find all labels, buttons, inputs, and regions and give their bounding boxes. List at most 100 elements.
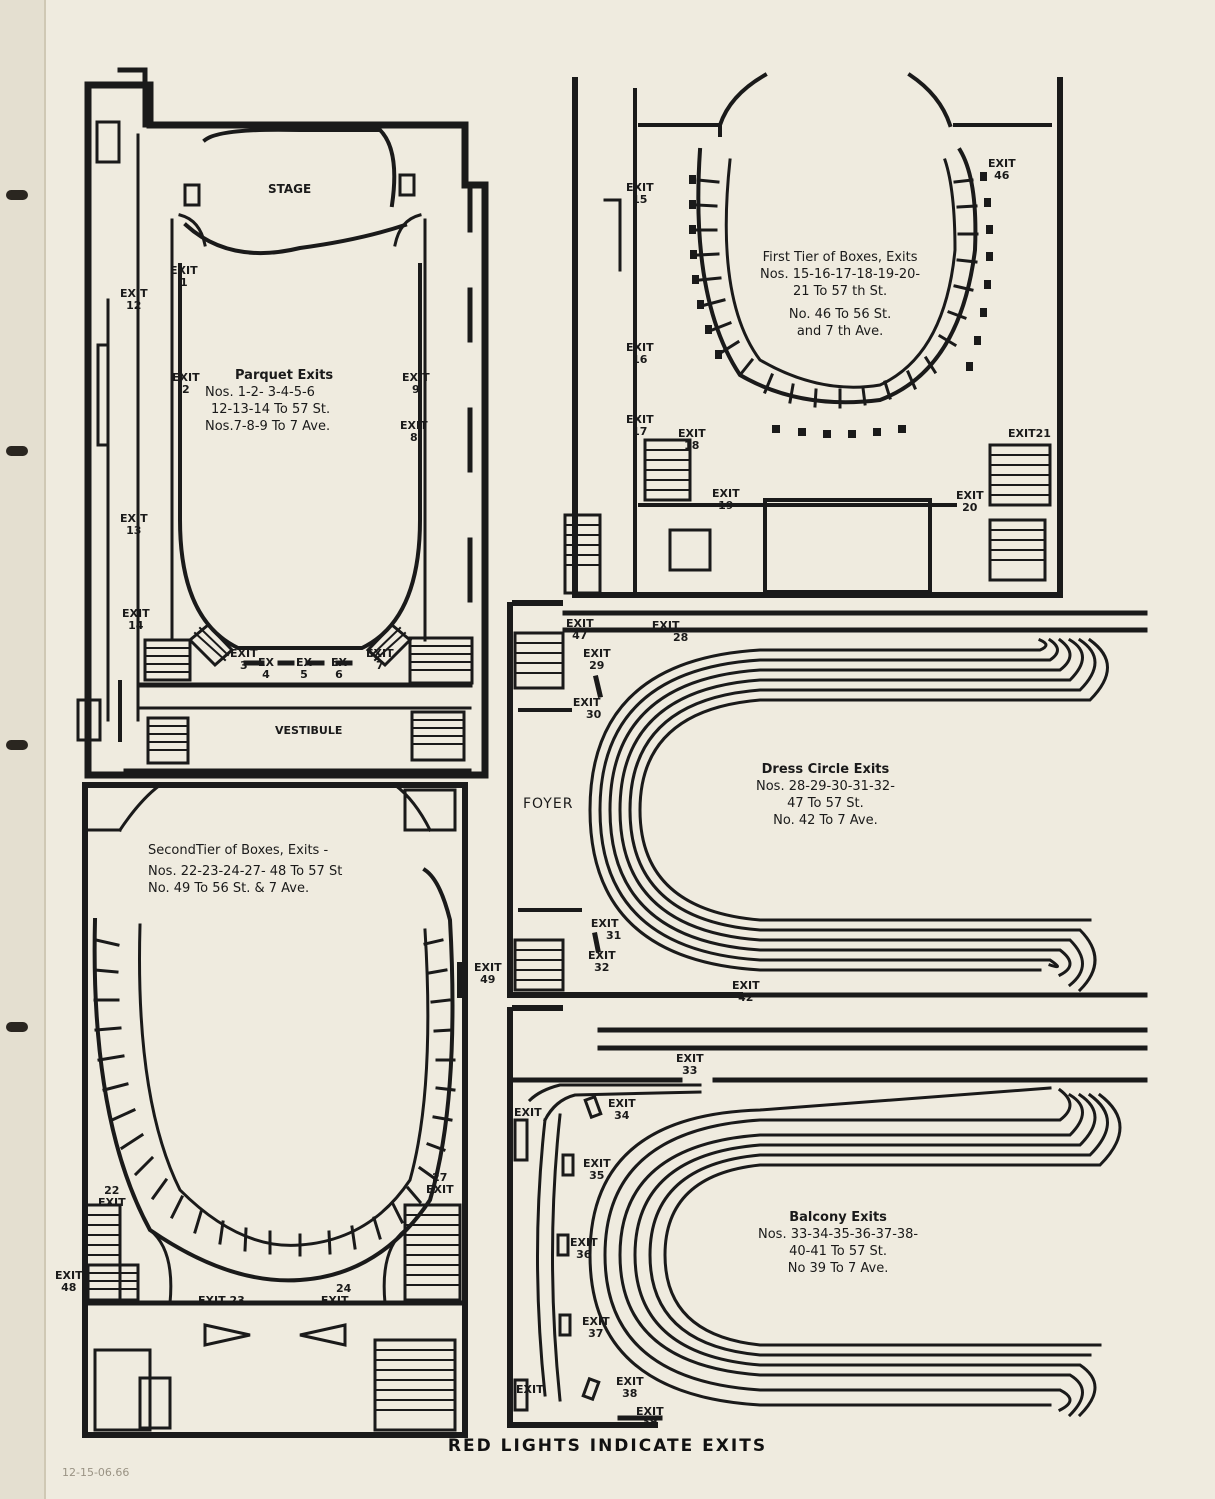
exit-number: 38 [622,1386,638,1400]
exit-word: EXIT [732,979,760,992]
exit-number: 24 [336,1282,352,1295]
exit-number: 4 [262,667,270,681]
binding-stitch [6,1022,28,1032]
exit-word: EXIT [516,1383,544,1396]
exit-word: EXIT [583,647,611,660]
exit-number: 9 [411,382,420,396]
binding-stitch [6,740,28,750]
parquet-vestibule-label: VESTIBULE [275,724,343,737]
exit-label: EXIT21 [1008,428,1051,440]
parquet-line: Nos.7-8-9 To 7 Ave. [205,418,331,434]
second-tier-plan [82,782,468,1438]
exit-word: EXIT [366,647,394,660]
exit-word: EXIT [514,1106,542,1119]
exit-number: 46 [994,168,1010,182]
exit-label: EXIT 23 [198,1295,245,1307]
exit-number: 35 [589,1168,605,1182]
exit-word: EXIT [678,427,706,440]
exit-word: EXIT [676,1052,704,1065]
exit-number: 37 [588,1326,604,1340]
exit-number: 48 [61,1280,77,1294]
exit-word: EXIT [608,1097,636,1110]
exit-number: 20 [962,500,978,514]
exit-word: EXIT [566,617,594,630]
exit-word: EXIT [582,1315,610,1328]
foyer-label: FOYER [523,796,574,812]
footer-caption: RED LIGHTS INDICATE EXITS [447,1436,768,1456]
balcony-heading: Balcony Exits Nos. 33-34-35-36-37-38- 40… [758,1210,918,1278]
exit-word: EXIT [712,487,740,500]
exit-number: 13 [126,523,142,537]
exit-word: EXIT [400,419,428,432]
exit-number: 19 [718,498,734,512]
parquet-stage-label: STAGE [268,182,312,196]
exit-word: EXIT [583,1157,611,1170]
exit-number: 22 [104,1184,120,1197]
balcony-line: 40-41 To 57 St. [789,1243,887,1259]
balcony-line: No 39 To 7 Ave. [787,1260,889,1276]
exit-number: 42 [738,990,754,1004]
first-tier-heading: First Tier of Boxes, Exits Nos. 15-16-17… [760,250,920,340]
exit-number: 39 [642,1414,658,1428]
exit-number: 49 [480,972,496,986]
exit-word: EXIT [588,949,616,962]
exit-word: EXIT [572,696,601,709]
second-tier-title: SecondTier of Boxes, Exits - [148,843,329,858]
exit-number: 21 [1035,427,1051,440]
exit-number: 32 [594,960,610,974]
exit-label: EXIT [516,1384,544,1396]
dress-circle-line: No. 42 To 7 Ave. [773,812,878,828]
exit-number: 27 [432,1171,448,1184]
exit-number: 12 [126,298,142,312]
balcony-plan [507,1005,1148,1428]
exit-word: EXIT [230,647,258,660]
exit-word: EXIT [426,1182,454,1196]
exit-word: EXIT [172,371,200,384]
binding-spine [0,0,46,1499]
dress-circle-plan [507,600,1148,998]
dress-circle-heading: Dress Circle Exits Nos. 28-29-30-31-32- … [756,762,895,830]
exit-word: EXIT [651,619,680,632]
exit-word: EXIT [170,264,198,277]
first-tier-line: No. 46 To 56 St. [788,306,892,322]
exit-word: EXIT [402,371,430,384]
exit-number: 29 [589,658,605,672]
exit-word: EXIT [1008,427,1036,440]
exit-number: 2 [181,382,190,396]
first-tier-line: 21 To 57 th St. [793,283,888,299]
dress-circle-line: Nos. 28-29-30-31-32- [756,778,895,794]
parquet-line: Nos. 1-2- 3-4-5-6 [205,384,315,400]
exit-word: EXIT [988,157,1016,170]
balcony-line: Nos. 33-34-35-36-37-38- [758,1226,919,1242]
parquet-plan [76,67,489,779]
exit-number: 36 [576,1247,592,1261]
exit-number: 6 [335,667,343,681]
exit-number: 31 [606,928,622,942]
exit-number: 30 [586,707,602,721]
exit-number: 14 [128,618,144,632]
exit-number: 47 [572,628,588,642]
dress-circle-line: 47 To 57 St. [787,795,864,811]
first-tier-plan [563,72,1063,598]
exit-word: EXIT [590,917,619,930]
